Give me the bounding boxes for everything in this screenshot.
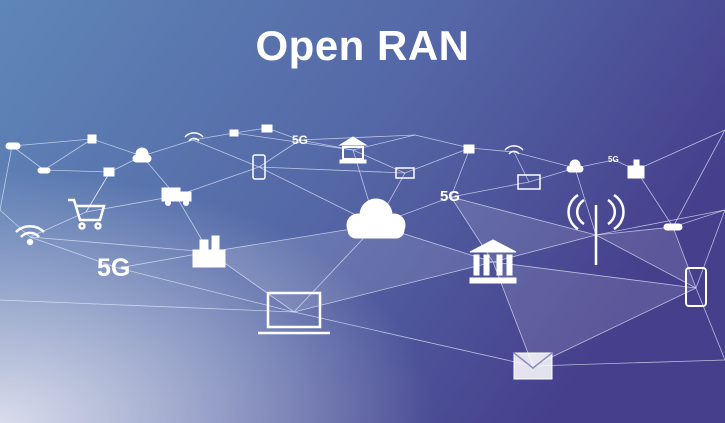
network-line <box>43 138 93 171</box>
network-line <box>469 147 515 153</box>
misc-small-icons <box>87 124 475 177</box>
network-line <box>513 151 576 169</box>
label-5g-mid: 5G <box>440 188 461 205</box>
network-line <box>695 287 725 361</box>
network-line <box>513 151 530 183</box>
network-plane <box>596 227 696 288</box>
building-icon <box>192 235 226 268</box>
network-plane <box>209 225 376 312</box>
network-line <box>672 226 697 289</box>
network-line <box>695 209 725 289</box>
network-line <box>293 261 494 313</box>
page-title: Open RAN <box>255 22 470 69</box>
network-line <box>43 169 111 173</box>
network-line <box>299 139 354 151</box>
network-plane <box>493 262 696 366</box>
network-line <box>532 287 697 367</box>
network-line <box>0 145 13 211</box>
label-5g-small: 5G <box>608 155 619 164</box>
wifi-icon <box>15 225 45 246</box>
phone-icon <box>685 267 707 307</box>
network-line <box>450 147 471 198</box>
network-line <box>595 234 697 289</box>
network-line <box>117 267 295 313</box>
network-line <box>293 224 377 313</box>
cart-icon <box>68 198 106 230</box>
network-line <box>574 167 597 236</box>
network-line <box>91 138 143 157</box>
car-icon <box>5 142 683 231</box>
network-line <box>299 134 416 141</box>
truck-icon <box>161 187 192 206</box>
network-line <box>233 132 354 151</box>
network-line <box>11 145 45 171</box>
network-line <box>258 139 301 168</box>
network-line <box>85 195 177 213</box>
network-line <box>0 299 295 313</box>
wifi-icon-small <box>184 132 524 155</box>
network-line <box>192 132 235 141</box>
network-line <box>450 196 597 236</box>
network-line <box>595 226 674 236</box>
network-line <box>11 138 93 147</box>
network-line <box>672 129 725 228</box>
network-line <box>404 147 471 174</box>
cloud-icon <box>346 198 406 239</box>
network-line <box>175 166 260 197</box>
network-line <box>672 209 725 228</box>
network-line <box>29 236 210 253</box>
antenna-icon <box>567 193 625 265</box>
network-line <box>0 209 31 238</box>
network-line <box>595 209 725 236</box>
network-line <box>635 129 725 171</box>
network-line <box>414 134 471 149</box>
label-5g-large: 5G <box>97 254 131 282</box>
network-line <box>293 311 534 367</box>
network-line <box>635 169 674 228</box>
network-line <box>450 181 530 198</box>
network-line <box>29 236 119 269</box>
laptop-icon <box>258 291 330 335</box>
network-icons <box>5 124 707 380</box>
bank-icon-small <box>338 136 368 164</box>
router-icon <box>395 167 541 190</box>
network-line <box>141 139 194 157</box>
network-line <box>192 139 260 168</box>
network-line <box>258 166 406 174</box>
network-line <box>532 359 725 367</box>
building-icon-small <box>627 159 645 179</box>
label-5g-top: 5G <box>292 133 309 147</box>
phone-icon-small <box>252 154 266 180</box>
mail-icon <box>513 352 553 380</box>
network-plane <box>294 225 493 312</box>
network-line <box>29 211 87 238</box>
network-line <box>492 261 697 289</box>
bank-icon <box>469 239 517 284</box>
cloud-icon-small <box>132 147 584 173</box>
